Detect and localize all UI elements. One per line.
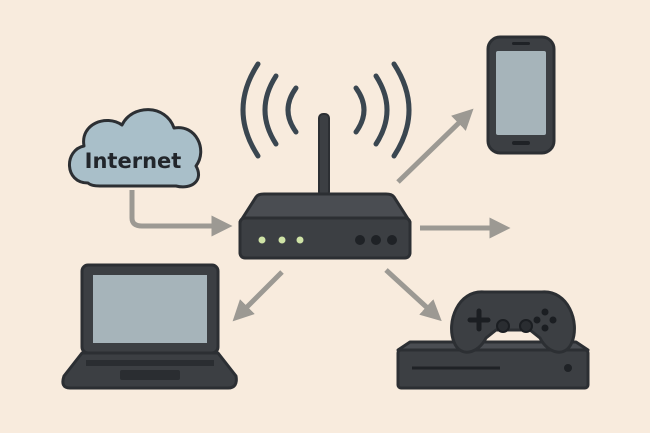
- router-icon: [238, 113, 412, 260]
- internet-to-router-arrow: [129, 190, 233, 237]
- cloud-label: Internet: [85, 149, 182, 173]
- router-port: [355, 235, 365, 245]
- router-port: [371, 235, 381, 245]
- router-port: [387, 235, 397, 245]
- gamepad-icon: [450, 290, 576, 354]
- laptop-screen: [93, 275, 207, 343]
- cloud-icon: Internet: [68, 108, 203, 189]
- game-console-icon: [396, 340, 590, 390]
- router-to-phone-arrow: [396, 108, 474, 184]
- laptop-icon: [61, 263, 238, 390]
- phone-screen: [496, 51, 546, 135]
- router-to-console-arrow: [384, 268, 442, 322]
- router-led: [296, 236, 304, 244]
- router-antenna: [318, 113, 330, 197]
- wifi-signal-icon: [240, 61, 412, 159]
- laptop-trackpad: [120, 370, 180, 380]
- router-led: [278, 236, 286, 244]
- router-to-laptop-arrow: [232, 270, 284, 322]
- router-led: [258, 236, 266, 244]
- smartphone-icon: [486, 35, 556, 155]
